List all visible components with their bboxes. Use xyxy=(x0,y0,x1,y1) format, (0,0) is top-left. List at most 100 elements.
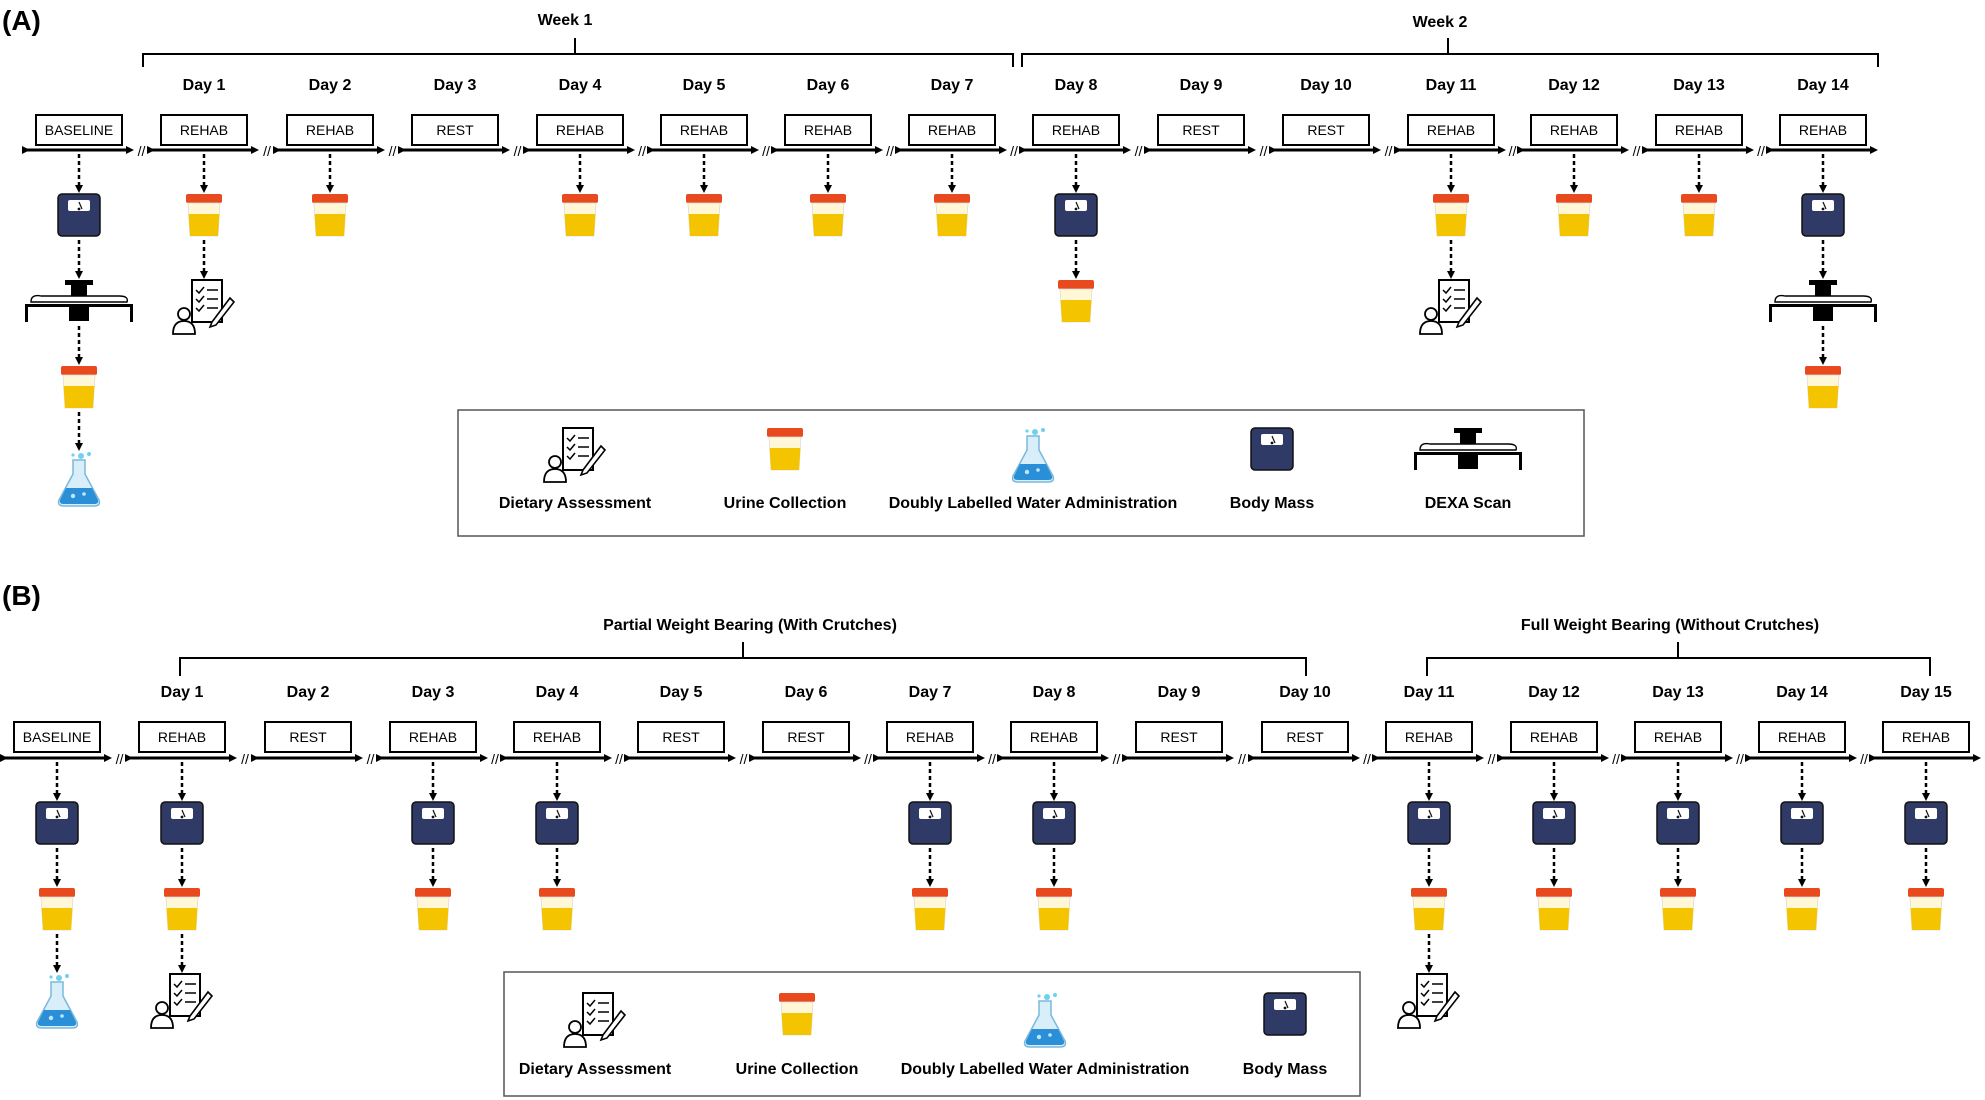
day-title: Day 15 xyxy=(1900,684,1952,701)
day-title: Day 9 xyxy=(1158,684,1201,701)
timeline-break: // xyxy=(988,751,996,767)
activity-label: REHAB xyxy=(556,122,604,138)
activity-label: BASELINE xyxy=(23,729,91,745)
day-title: Day 11 xyxy=(1426,77,1477,94)
activity-box xyxy=(35,114,123,146)
activity-box xyxy=(513,721,601,753)
activity-box xyxy=(160,114,248,146)
day-title: Day 11 xyxy=(1404,684,1455,701)
legend-label: Doubly Labelled Water Administration xyxy=(889,495,1178,512)
activity-label: REHAB xyxy=(1778,729,1826,745)
body-mass-icon xyxy=(535,801,579,845)
dietary-checklist-icon xyxy=(172,279,236,335)
flask-icon xyxy=(35,974,79,1029)
activity-label: REHAB xyxy=(1030,729,1078,745)
body-mass-icon xyxy=(1904,801,1948,845)
timeline-break: // xyxy=(1260,143,1268,159)
activity-box xyxy=(1510,721,1598,753)
legend-flask-icon xyxy=(1023,993,1067,1048)
urine-cup-icon xyxy=(1433,194,1469,237)
day-title: Day 8 xyxy=(1033,684,1076,701)
body-mass-icon xyxy=(1054,193,1098,237)
timeline-break: // xyxy=(740,751,748,767)
week-2-label: Week 2 xyxy=(1413,14,1468,31)
activity-box xyxy=(762,721,850,753)
week-2-bracket xyxy=(1021,38,1879,67)
timeline-break: // xyxy=(389,143,397,159)
timeline-break: // xyxy=(1736,751,1744,767)
timeline-break: // xyxy=(1633,143,1641,159)
dexa-scanner-icon xyxy=(1769,280,1877,322)
activity-box xyxy=(1010,721,1098,753)
urine-cup-icon xyxy=(164,888,200,931)
day-title: Day 3 xyxy=(434,77,477,94)
activity-label: REHAB xyxy=(680,122,728,138)
urine-cup-icon xyxy=(1908,888,1944,931)
timeline-break: // xyxy=(1509,143,1517,159)
activity-box xyxy=(1385,721,1473,753)
week-1-bracket xyxy=(142,38,1014,67)
day-title: Day 4 xyxy=(536,684,579,701)
activity-box xyxy=(1032,114,1120,146)
panel-a: (A) Week 1 Week 2 BASELINE//Day 1REHAB//… xyxy=(2,5,1879,537)
full-weight-bearing-bracket xyxy=(1426,642,1931,676)
panel-a-legend-frame xyxy=(457,409,1585,537)
urine-cup-icon xyxy=(1681,194,1717,237)
legend-item-diet: Dietary Assessment xyxy=(499,427,652,512)
timeline-break: // xyxy=(491,751,499,767)
urine-cup-icon xyxy=(61,366,97,409)
legend-label: Dietary Assessment xyxy=(499,495,652,512)
timeline-break: // xyxy=(1488,751,1496,767)
timeline-break: // xyxy=(1612,751,1620,767)
legend-item-dexa: DEXA Scan xyxy=(1414,428,1522,512)
urine-cup-icon xyxy=(686,194,722,237)
legend-item-urine: Urine Collection xyxy=(724,428,846,512)
activity-box xyxy=(637,721,725,753)
activity-label: REST xyxy=(436,122,474,138)
urine-cup-icon xyxy=(1058,280,1094,323)
activity-label: REHAB xyxy=(906,729,954,745)
legend-body-mass-icon xyxy=(1250,427,1294,471)
urine-cup-icon xyxy=(1805,366,1841,409)
legend-item-urine: Urine Collection xyxy=(736,993,858,1078)
timeline-break: // xyxy=(864,751,872,767)
week-1-label: Week 1 xyxy=(538,12,593,29)
activity-box xyxy=(1530,114,1618,146)
timeline-break: // xyxy=(367,751,375,767)
timeline-break: // xyxy=(1113,751,1121,767)
activity-box xyxy=(1758,721,1846,753)
day-8-column: Day 8 REHAB // xyxy=(997,684,1121,931)
activity-label: REHAB xyxy=(1052,122,1100,138)
body-mass-icon xyxy=(160,801,204,845)
timeline-break: // xyxy=(116,751,124,767)
activity-box xyxy=(1882,721,1970,753)
day-title: Day 1 xyxy=(161,684,204,701)
activity-box xyxy=(784,114,872,146)
day-title: Day 10 xyxy=(1279,684,1331,701)
activity-box xyxy=(286,114,374,146)
activity-label: REHAB xyxy=(1530,729,1578,745)
activity-box xyxy=(536,114,624,146)
urine-cup-icon xyxy=(1784,888,1820,931)
day-title: Day 1 xyxy=(183,77,226,94)
body-mass-icon xyxy=(1656,801,1700,845)
activity-box xyxy=(1157,114,1245,146)
panel-b-legend-frame xyxy=(503,971,1361,1097)
activity-label: REHAB xyxy=(1799,122,1847,138)
day-title: Day 12 xyxy=(1528,684,1580,701)
dietary-checklist-icon xyxy=(150,973,214,1029)
legend-item-scale: Body Mass xyxy=(1230,427,1314,512)
